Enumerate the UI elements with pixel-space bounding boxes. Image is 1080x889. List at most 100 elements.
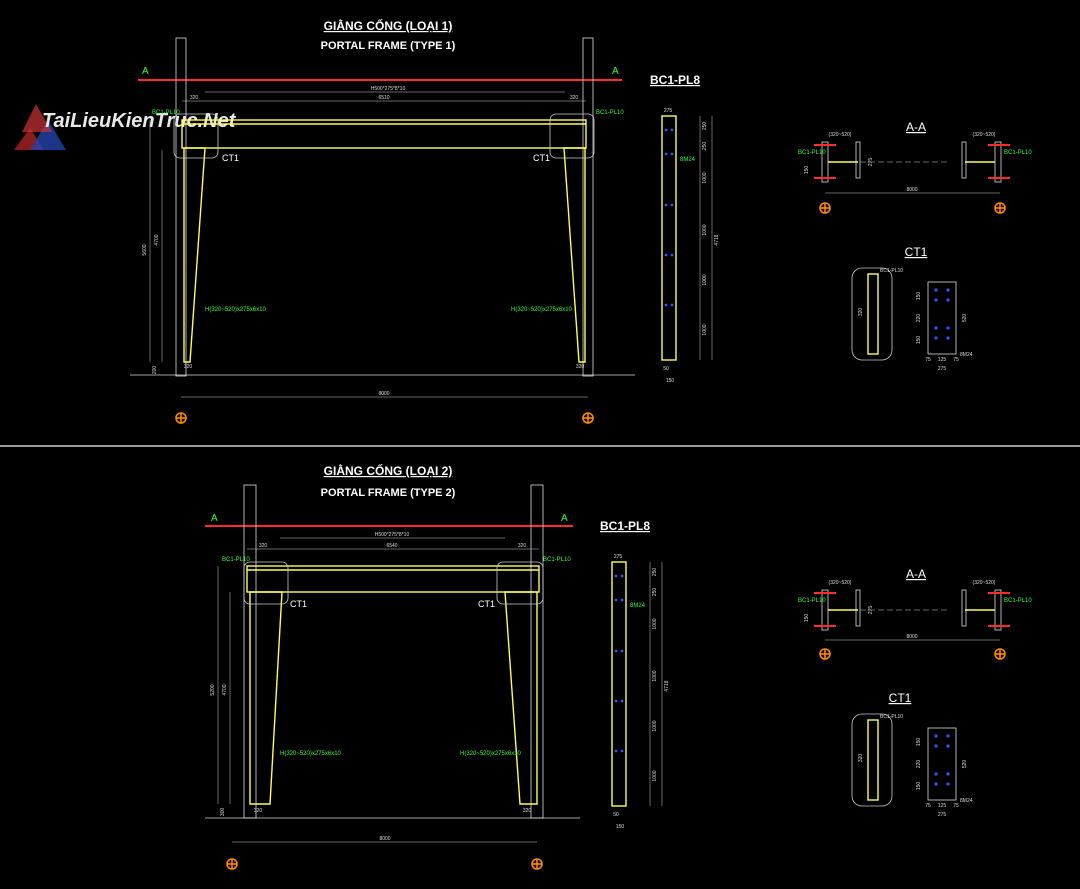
section-aa-plate-left: BC1-PL10	[798, 598, 826, 604]
detail-top-width: 275	[614, 554, 623, 560]
ct1-dim-v: 220	[916, 760, 922, 769]
ct1-dim-h: 75	[925, 357, 931, 363]
ct1-dim-v: 220	[916, 314, 922, 323]
section-aa-plate-right: BC1-PL10	[1004, 150, 1032, 156]
ct1-dim-h: 75	[953, 357, 959, 363]
detail-bolts	[664, 128, 674, 307]
detail-total-dim: 4718	[664, 680, 670, 691]
ct-label-right: CT1	[533, 153, 550, 163]
ct1-height: 520	[962, 760, 968, 769]
detail-dim: 1000	[652, 670, 658, 681]
detail-dim: 1000	[702, 224, 708, 235]
detail-bottom-dim: 150	[616, 824, 625, 830]
detail-top-width: 275	[664, 108, 673, 114]
detail-dim: 1000	[652, 720, 658, 731]
base-right-dim: 320	[523, 808, 532, 814]
column-label-right: H(320~520)x275x6x10	[511, 307, 573, 313]
ct1-title: CT1	[889, 691, 912, 705]
grid-bubble-icon	[819, 202, 831, 214]
ct1-dim-v: 150	[916, 782, 922, 791]
frame-subtitle: PORTAL FRAME (TYPE 2)	[321, 487, 456, 499]
detail-dim: 250	[652, 568, 658, 577]
section-mark-right: A	[561, 513, 568, 524]
ct1-bolt-note: 8M24	[960, 352, 973, 358]
right-top-dim: 320	[518, 543, 527, 549]
detail-dim: 1000	[702, 324, 708, 335]
grid-bubble-icon	[175, 412, 187, 424]
plate-label-left: BC1-PL10	[152, 110, 180, 116]
beam-section-label: H500*275*8*10	[371, 86, 406, 92]
detail-bolt-label: 8M24	[680, 157, 696, 163]
connection-box-right	[549, 113, 595, 159]
ct-label-left: CT1	[290, 599, 307, 609]
section-mark-left: A	[211, 513, 218, 524]
ct1-bolt-note: 8M24	[960, 798, 973, 804]
detail-dim: 1000	[702, 172, 708, 183]
detail-dim: 1000	[652, 618, 658, 629]
section-aa-left	[814, 589, 861, 631]
ct1-title: CT1	[905, 245, 928, 259]
tapered-column-left	[183, 147, 206, 363]
column-label-left: H(320~520)x275x6x10	[280, 751, 342, 757]
section-aa-flange: 150	[804, 166, 810, 175]
ct1-bolts	[934, 288, 950, 340]
ct1-bolts	[934, 734, 950, 786]
height-total-dim: 5200	[210, 684, 216, 695]
detail-dim: 1000	[702, 274, 708, 285]
base-height-dim: 300	[220, 808, 226, 817]
ct1-dim-h: 125	[938, 803, 947, 809]
left-top-dim: 320	[190, 95, 199, 101]
section-aa-top-right: (320~520)	[973, 132, 996, 138]
ct-label-left: CT1	[222, 153, 239, 163]
section-aa-right	[961, 589, 1010, 631]
section-aa-top-left: (320~520)	[829, 132, 852, 138]
ct1-plate-note: BC1-PL10	[880, 268, 903, 274]
ct1-side-box	[851, 267, 893, 361]
section-aa-plate-right: BC1-PL10	[1004, 598, 1032, 604]
detail-total-dim: 4718	[714, 234, 720, 245]
detail-bottom-dim: 50	[663, 366, 669, 372]
detail-bottom-dim: 50	[613, 812, 619, 818]
frame-subtitle: PORTAL FRAME (TYPE 1)	[321, 40, 456, 52]
column-label-right: H(320~520)x275x6x10	[460, 751, 522, 757]
watermark-logo-icon	[14, 104, 66, 150]
column-label-left: H(320~520)x275x6x10	[205, 307, 267, 313]
grid-bubble-icon	[226, 858, 238, 870]
base-height-dim: 200	[152, 366, 158, 375]
connection-box-left	[173, 113, 219, 159]
detail-dim: 250	[652, 588, 658, 597]
grid-bubble-icon	[994, 202, 1006, 214]
detail-dim: 250	[702, 142, 708, 151]
portal-frame-type-2: GIẰNG CỐNG (LOẠI 2) PORTAL FRAME (TYPE 2…	[205, 463, 1032, 870]
beam-span-dim: 6510	[378, 95, 389, 101]
plate-label-left: BC1-PL10	[222, 557, 250, 563]
height-column-dim: 4700	[222, 684, 228, 695]
tapered-column-right	[563, 147, 586, 363]
base-right-dim: 320	[576, 364, 585, 370]
column-right-outline	[582, 37, 594, 377]
section-aa-web: 275	[868, 158, 874, 167]
ct1-dim-h: 75	[953, 803, 959, 809]
tapered-column-right	[504, 591, 538, 805]
detail-dim: 1000	[652, 770, 658, 781]
detail-plate	[661, 115, 677, 361]
detail-plate	[611, 561, 627, 807]
section-aa-title: A-A	[906, 567, 926, 581]
ct1-dim-v: 150	[916, 738, 922, 747]
section-aa-top-left: (320~520)	[829, 580, 852, 586]
tapered-column-left	[249, 591, 283, 805]
detail-bolt-label: 8M24	[630, 603, 646, 609]
section-aa-title: A-A	[906, 120, 926, 134]
ct1-front-plate	[927, 727, 957, 801]
ct1-width: 275	[938, 366, 947, 372]
ct1-side-plate	[867, 273, 879, 355]
grid-bubble-icon	[994, 648, 1006, 660]
detail-dim: 250	[702, 122, 708, 131]
ct-label-right: CT1	[478, 599, 495, 609]
grid-bubble-icon	[582, 412, 594, 424]
ct1-side-plate	[867, 719, 879, 801]
ct1-dim-v: 150	[916, 292, 922, 301]
portal-beam	[181, 119, 587, 149]
detail-bottom-dim: 150	[666, 378, 675, 384]
